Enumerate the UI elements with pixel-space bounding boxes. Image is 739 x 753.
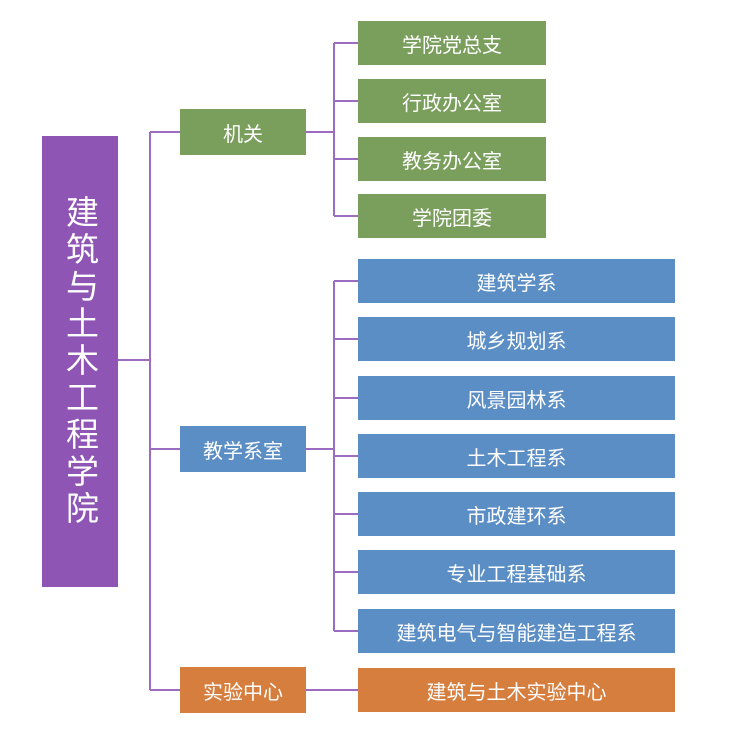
leaf-node: 专业工程基础系 [358, 550, 675, 594]
leaf-node: 建筑与土木实验中心 [358, 668, 675, 712]
leaf-label: 风景园林系 [466, 387, 567, 412]
branch-label: 教学系室 [203, 438, 283, 463]
leaf-label: 教务办公室 [402, 148, 502, 173]
branch-jiaoxue: 教学系室 [180, 426, 306, 472]
leaf-node: 学院党总支 [358, 21, 546, 65]
leaf-node: 行政办公室 [358, 79, 546, 123]
leaf-label: 建筑与土木实验中心 [426, 679, 607, 704]
leaf-label: 学院党总支 [402, 32, 502, 57]
branch-jiguan: 机关 [180, 109, 306, 155]
leaf-label: 市政建环系 [466, 503, 567, 528]
leaf-node: 建筑学系 [358, 259, 675, 303]
branch-label: 机关 [223, 121, 263, 146]
leaf-label: 建筑电气与智能建造工程系 [396, 620, 637, 645]
leaf-label: 建筑学系 [476, 270, 557, 295]
leaf-label: 行政办公室 [402, 90, 502, 115]
leaf-node: 城乡规划系 [358, 317, 675, 361]
leaf-label: 城乡规划系 [466, 328, 567, 353]
leaf-label: 专业工程基础系 [446, 561, 587, 586]
root-label: 建筑与土木工程学院 [60, 195, 100, 528]
branch-shiyan: 实验中心 [180, 667, 306, 713]
leaf-label: 学院团委 [412, 205, 492, 230]
leaf-node: 市政建环系 [358, 492, 675, 536]
leaf-node: 教务办公室 [358, 137, 546, 181]
leaf-node: 建筑电气与智能建造工程系 [358, 609, 675, 653]
leaf-label: 土木工程系 [466, 445, 567, 470]
branch-label: 实验中心 [203, 679, 283, 704]
root-node: 建筑与土木工程学院 [42, 136, 118, 587]
leaf-node: 土木工程系 [358, 434, 675, 478]
leaf-node: 风景园林系 [358, 376, 675, 420]
leaf-node: 学院团委 [358, 194, 546, 238]
